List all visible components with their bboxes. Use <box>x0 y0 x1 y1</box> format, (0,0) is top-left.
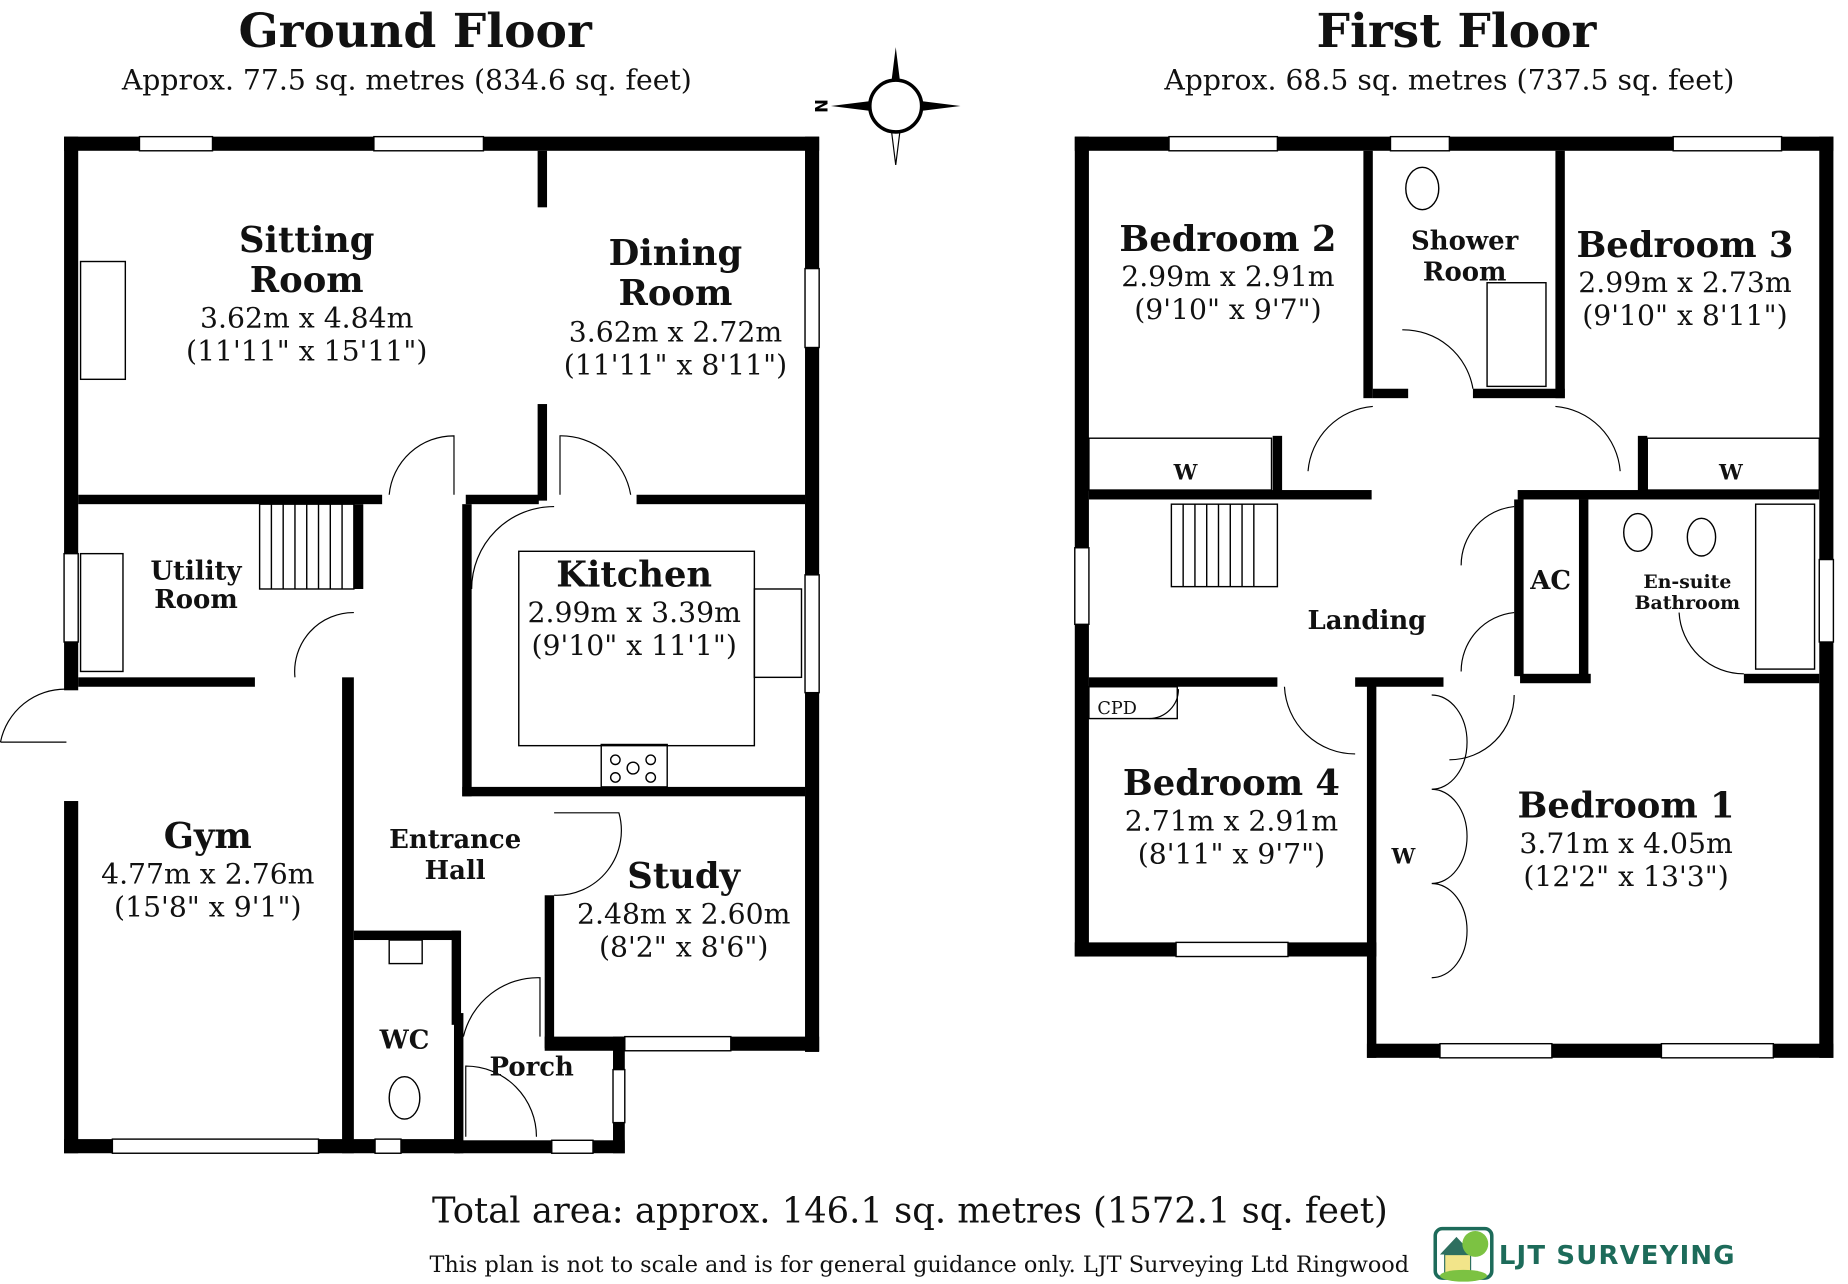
svg-text:Entrance: Entrance <box>389 825 521 855</box>
room-porch: Porch <box>490 1052 574 1082</box>
svg-text:Gym: Gym <box>164 816 252 857</box>
room-sitting-room: Sitting Room 3.62m x 4.84m (11'11" x 15'… <box>186 220 427 367</box>
room-bedroom-4: Bedroom 4 2.71m x 2.91m (8'11" x 9'7") <box>1123 763 1340 870</box>
room-entrance-hall: Entrance Hall <box>389 825 521 886</box>
svg-text:Utility: Utility <box>150 557 242 587</box>
total-area: Total area: approx. 146.1 sq. metres (15… <box>432 1191 1388 1232</box>
svg-text:Hall: Hall <box>425 856 486 886</box>
svg-text:(8'2" x 8'6"): (8'2" x 8'6") <box>599 931 768 964</box>
wardrobe-label: W <box>1718 459 1744 484</box>
svg-text:2.99m x 3.39m: 2.99m x 3.39m <box>528 596 742 629</box>
svg-text:(9'10" x 9'7"): (9'10" x 9'7") <box>1134 293 1321 326</box>
room-cpd: CPD <box>1097 699 1137 719</box>
svg-text:(11'11" x 15'11"): (11'11" x 15'11") <box>186 334 427 367</box>
svg-text:Study: Study <box>627 856 741 897</box>
svg-text:2.99m x 2.73m: 2.99m x 2.73m <box>1578 266 1792 299</box>
svg-text:En-suite: En-suite <box>1643 571 1731 593</box>
ljt-surveying-logo: LJT SURVEYING <box>1433 1226 1736 1282</box>
svg-text:2.48m x 2.60m: 2.48m x 2.60m <box>577 898 791 931</box>
svg-text:Kitchen: Kitchen <box>556 555 712 596</box>
wardrobe-label: W <box>1173 459 1199 484</box>
svg-text:(9'10" x 11'1"): (9'10" x 11'1") <box>532 629 737 662</box>
room-wc: WC <box>379 1025 430 1055</box>
svg-text:Dining: Dining <box>609 233 743 274</box>
room-bedroom-2: Bedroom 2 2.99m x 2.91m (9'10" x 9'7") <box>1119 219 1336 326</box>
svg-text:4.77m x 2.76m: 4.77m x 2.76m <box>101 857 315 890</box>
svg-text:Room: Room <box>1423 257 1506 287</box>
north-label: N <box>812 99 831 113</box>
room-kitchen: Kitchen 2.99m x 3.39m (9'10" x 11'1") <box>528 555 742 662</box>
svg-text:(9'10" x 8'11"): (9'10" x 8'11") <box>1582 299 1787 332</box>
room-study: Study 2.48m x 2.60m (8'2" x 8'6") <box>577 856 791 963</box>
svg-text:Shower: Shower <box>1411 227 1519 257</box>
first-floor-area: Approx. 68.5 sq. metres (737.5 sq. feet) <box>1163 64 1734 97</box>
svg-text:Room: Room <box>619 273 733 314</box>
room-gym: Gym 4.77m x 2.76m (15'8" x 9'1") <box>101 816 315 923</box>
svg-text:Bedroom 3: Bedroom 3 <box>1576 225 1793 266</box>
svg-text:2.99m x 2.91m: 2.99m x 2.91m <box>1121 260 1335 293</box>
svg-text:Room: Room <box>154 585 238 615</box>
disclaimer: This plan is not to scale and is for gen… <box>429 1252 1409 1278</box>
room-ensuite-bathroom: En-suite Bathroom <box>1635 571 1741 614</box>
room-utility-room: Utility Room <box>150 557 242 615</box>
room-dining-room: Dining Room 3.62m x 2.72m (11'11" x 8'11… <box>564 233 787 382</box>
svg-text:(8'11" x 9'7"): (8'11" x 9'7") <box>1138 837 1325 870</box>
room-shower-room: Shower Room <box>1411 227 1519 288</box>
svg-text:Room: Room <box>250 260 364 301</box>
room-bedroom-1: Bedroom 1 3.71m x 4.05m (12'2" x 13'3") <box>1518 786 1735 893</box>
first-floor-title: First Floor <box>1317 4 1598 59</box>
svg-text:(11'11" x 8'11"): (11'11" x 8'11") <box>564 349 787 382</box>
svg-text:Bathroom: Bathroom <box>1635 592 1741 614</box>
svg-text:Sitting: Sitting <box>239 220 374 261</box>
room-ac: AC <box>1529 566 1571 596</box>
logo-text: LJT SURVEYING <box>1499 1241 1736 1271</box>
compass-icon: N <box>812 47 961 165</box>
wardrobe-label: W <box>1391 843 1417 868</box>
svg-text:Bedroom 2: Bedroom 2 <box>1119 219 1336 260</box>
room-bedroom-3: Bedroom 3 2.99m x 2.73m (9'10" x 8'11") <box>1576 225 1793 332</box>
svg-text:(12'2" x 13'3"): (12'2" x 13'3") <box>1523 860 1728 893</box>
svg-text:3.62m x 2.72m: 3.62m x 2.72m <box>569 316 783 349</box>
svg-text:Bedroom 1: Bedroom 1 <box>1518 786 1735 827</box>
svg-text:3.62m x 4.84m: 3.62m x 4.84m <box>200 301 414 334</box>
svg-text:3.71m x 4.05m: 3.71m x 4.05m <box>1519 827 1733 860</box>
svg-text:(15'8" x 9'1"): (15'8" x 9'1") <box>114 890 301 923</box>
room-landing: Landing <box>1308 606 1427 636</box>
svg-text:2.71m x 2.91m: 2.71m x 2.91m <box>1125 804 1339 837</box>
ground-floor-walls <box>0 135 820 1154</box>
ground-floor-area: Approx. 77.5 sq. metres (834.6 sq. feet) <box>121 64 692 97</box>
first-floor-walls <box>1074 135 1835 1059</box>
ground-floor-title: Ground Floor <box>238 4 593 59</box>
svg-text:Bedroom 4: Bedroom 4 <box>1123 763 1340 804</box>
